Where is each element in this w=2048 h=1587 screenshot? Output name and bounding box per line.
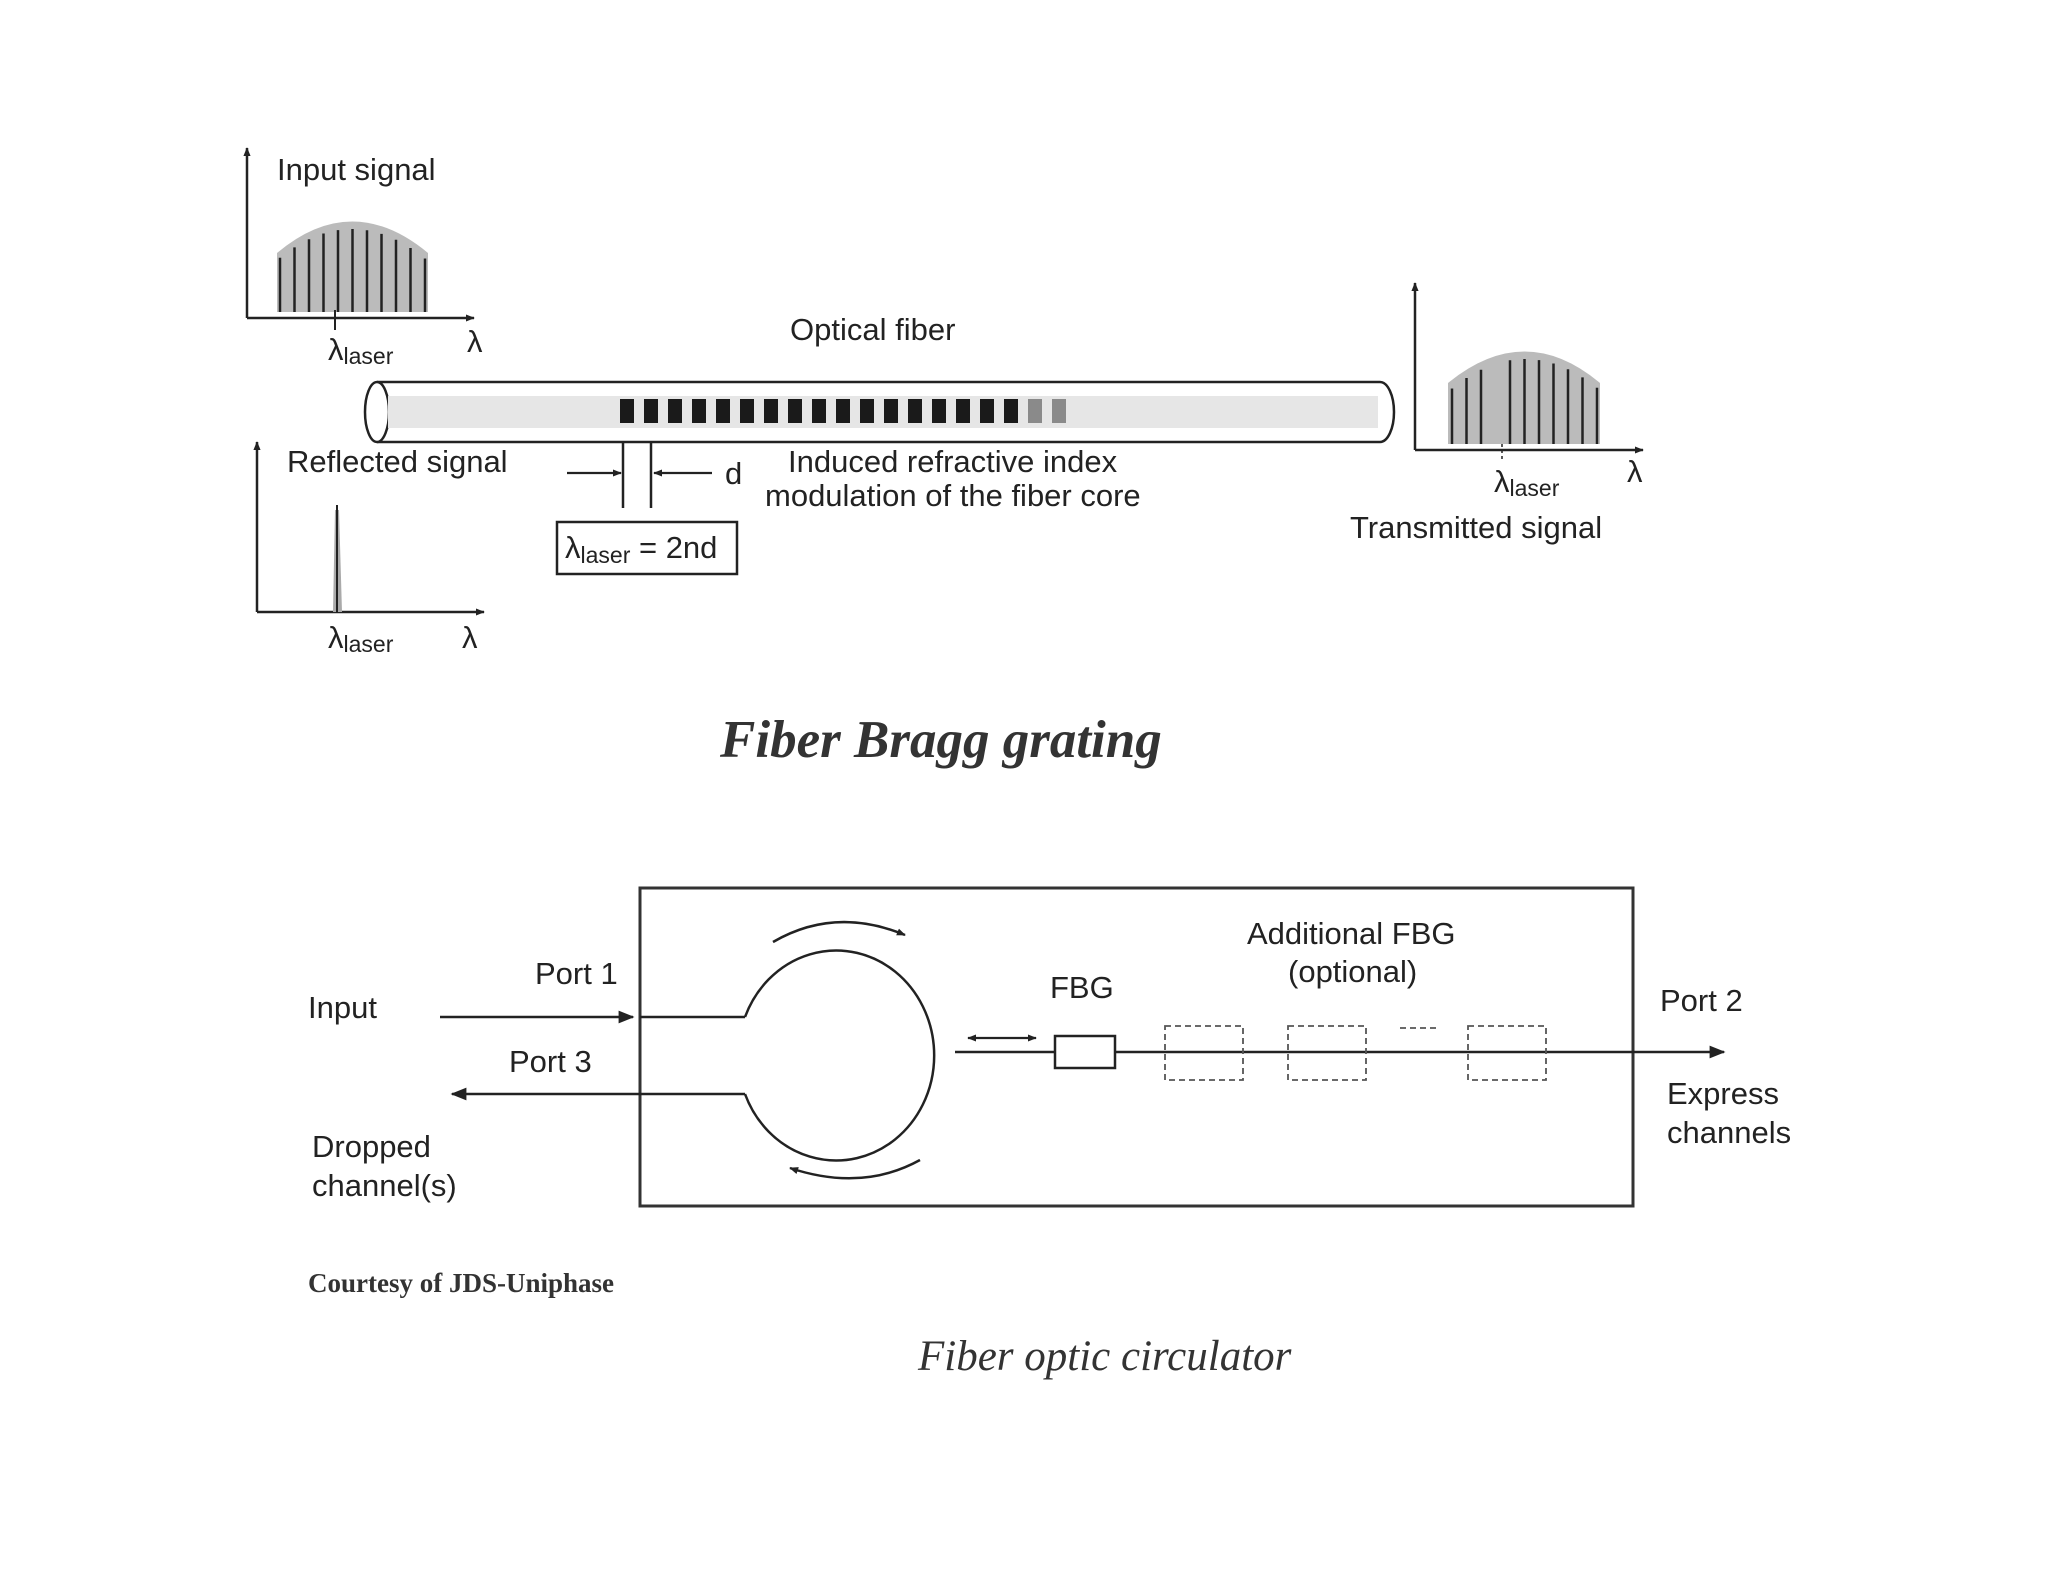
express-label-line2: channels (1667, 1115, 1791, 1150)
induced-label-line2: modulation of the fiber core (765, 478, 1141, 513)
port1-label: Port 1 (535, 956, 618, 991)
grating-segment (812, 399, 826, 423)
transmitted-signal-label: Transmitted signal (1350, 510, 1602, 545)
grating-segment (788, 399, 802, 423)
grating-segment (740, 399, 754, 423)
grating-segment (860, 399, 874, 423)
transmitted-spectrum-lines (1450, 359, 1599, 444)
grating-period: d (567, 442, 742, 508)
optional-fbg-1 (1164, 1025, 1244, 1081)
fiber-end-face (363, 380, 391, 444)
input-signal-label: Input signal (277, 152, 436, 187)
additional-fbg-label-line1: Additional FBG (1247, 916, 1456, 951)
transmitted-lambda-axis-label: λ (1627, 454, 1643, 489)
courtesy-note: Courtesy of JDS-Uniphase (308, 1268, 614, 1298)
rotation-arrow-top (772, 920, 906, 944)
grating-segment (884, 399, 898, 423)
transmitted-lambda-laser: λlaser (1494, 464, 1560, 501)
transmitted-signal-graph: λlaser λ Transmitted signal (1350, 282, 1644, 545)
input-spectrum-lines (278, 229, 427, 312)
fbg-element (1053, 1034, 1117, 1070)
fiber-core (388, 396, 1378, 428)
grating-segment (620, 399, 634, 423)
circulator-diagram: Input Port 1 Port 3 Port 2 FBG Additiona… (308, 886, 1791, 1208)
bragg-condition-box: λlaser = 2nd (555, 520, 739, 576)
induced-label-line1: Induced refractive index (788, 444, 1118, 479)
grating-segment (692, 399, 706, 423)
express-label-line1: Express (1667, 1076, 1779, 1111)
optical-fiber: Optical fiber (363, 312, 1396, 444)
input-label: Input (308, 990, 377, 1025)
grating-segment (980, 399, 994, 423)
grating-segment (644, 399, 658, 423)
circulator-enclosure (638, 886, 1635, 1208)
optional-fbg-n (1467, 1025, 1547, 1081)
induced-grating (620, 399, 1066, 423)
grating-segment (764, 399, 778, 423)
circulator-title: Fiber optic circulator (917, 1333, 1292, 1380)
input-lambda-laser: λlaser (328, 332, 394, 369)
grating-segment (836, 399, 850, 423)
rotation-arrow-bottom (789, 1158, 921, 1180)
reflected-signal-label: Reflected signal (287, 444, 508, 479)
grating-segment (1052, 399, 1066, 423)
input-signal-graph: Input signal λlaser λ (243, 147, 483, 369)
bragg-condition-text: λlaser = 2nd (565, 530, 717, 568)
dropped-label-line1: Dropped (312, 1129, 431, 1164)
port2-label: Port 2 (1660, 983, 1743, 1018)
grating-segment (956, 399, 970, 423)
fiber-cladding (377, 380, 1396, 444)
d-label: d (725, 456, 742, 491)
bragg-condition-frame (555, 520, 739, 576)
circulator-loop (743, 949, 936, 1162)
dropped-label-line2: channel(s) (312, 1168, 457, 1203)
grating-segment (908, 399, 922, 423)
port3-label: Port 3 (509, 1044, 592, 1079)
reflected-lambda-laser: λlaser (328, 620, 394, 657)
reflected-lambda-axis-label: λ (462, 620, 478, 655)
fbg-title: Fiber Bragg grating (719, 711, 1162, 769)
additional-fbg-label-line2: (optional) (1288, 954, 1417, 989)
optional-fbg-2 (1287, 1025, 1367, 1081)
fbg-label: FBG (1050, 970, 1114, 1005)
reflected-signal-graph: Reflected signal λlaser λ (253, 441, 508, 657)
optical-fiber-label: Optical fiber (790, 312, 955, 347)
grating-segment (1028, 399, 1042, 423)
grating-segment (668, 399, 682, 423)
grating-segment (716, 399, 730, 423)
input-lambda-axis-label: λ (467, 324, 483, 359)
grating-segment (1004, 399, 1018, 423)
grating-segment (932, 399, 946, 423)
